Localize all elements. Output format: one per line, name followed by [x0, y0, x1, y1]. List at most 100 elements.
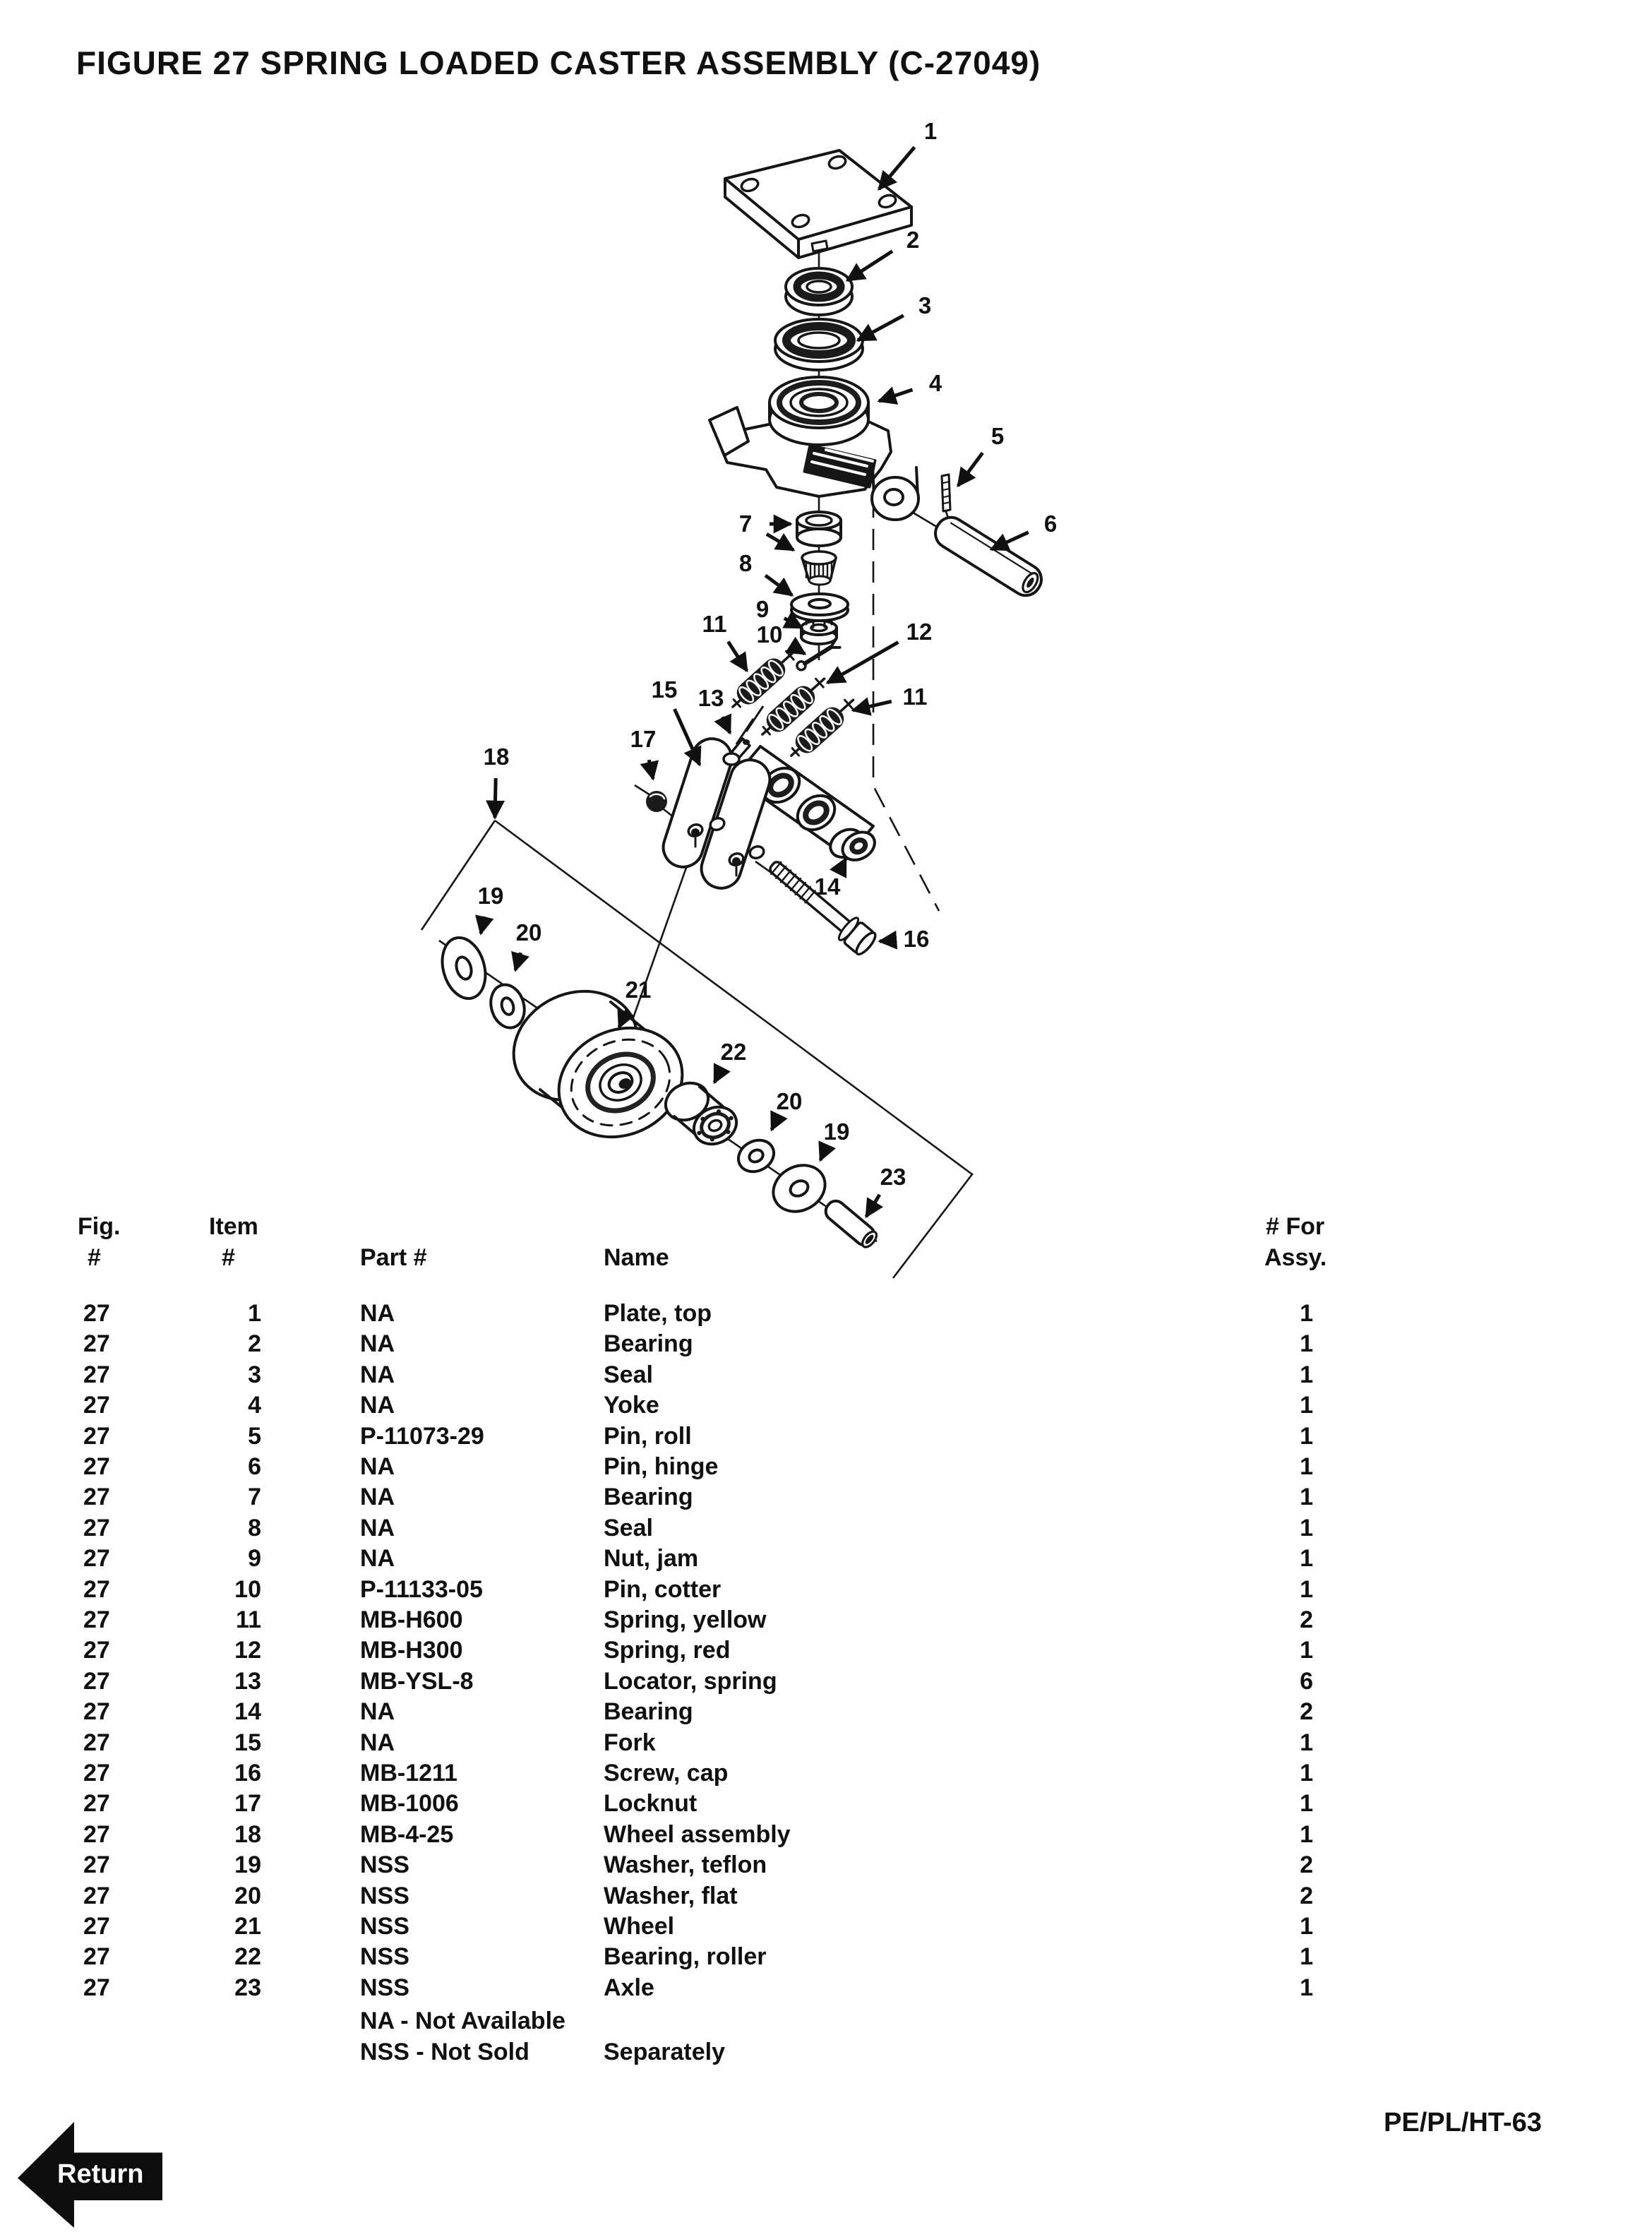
cell-qty: 1: [1300, 1913, 1313, 1940]
return-button-label: Return: [57, 2159, 144, 2189]
cell-item: 20: [234, 1882, 261, 1909]
cell-part: MB-H600: [360, 1606, 463, 1633]
construction-lines: [420, 249, 974, 1279]
cell-part: NA: [360, 1361, 395, 1388]
cell-part: MB-4-25: [360, 1820, 454, 1848]
cell-name: Pin, cotter: [604, 1575, 722, 1603]
col-header-name: Name: [604, 1244, 669, 1271]
cell-fig: 27: [83, 1300, 110, 1327]
callout-arrow-12: [825, 640, 899, 685]
cell-item: 10: [234, 1575, 261, 1603]
cell-part: NA: [360, 1729, 395, 1756]
cell-item: 15: [234, 1729, 261, 1756]
callout-label-11: 11: [702, 611, 727, 637]
callout-label-10: 10: [757, 621, 783, 648]
page-reference: PE/PL/HT-63: [1384, 2108, 1542, 2137]
cell-part: NA: [360, 1514, 395, 1541]
cell-name: Nut, jam: [604, 1545, 699, 1573]
cell-item: 8: [248, 1514, 261, 1541]
callout-arrow-13: [714, 713, 732, 735]
cell-name: Spring, yellow: [604, 1606, 767, 1633]
callout-label-12: 12: [906, 619, 933, 645]
cell-name: Bearing: [604, 1330, 693, 1358]
cell-name: Locknut: [604, 1790, 698, 1818]
cell-item: 4: [248, 1392, 261, 1419]
cell-fig: 27: [83, 1606, 110, 1633]
footnote-nss: NSS - Not Sold: [360, 2039, 529, 2065]
cell-part: NA: [360, 1545, 395, 1573]
cell-qty: 2: [1300, 1851, 1313, 1879]
cell-fig: 27: [83, 1820, 110, 1848]
cell-qty: 1: [1300, 1330, 1313, 1358]
cell-name: Spring, red: [604, 1637, 731, 1664]
callout-label-19: 19: [824, 1118, 850, 1145]
callout-label-5: 5: [991, 423, 1004, 449]
cell-fig: 27: [83, 1760, 110, 1786]
cell-name: Bearing: [604, 1484, 693, 1511]
callout-label-17: 17: [630, 726, 657, 752]
cell-fig: 27: [83, 1422, 110, 1450]
callout-arrow-9: [782, 611, 804, 630]
cell-item: 19: [234, 1851, 261, 1879]
callout-arrow-23: [864, 1193, 884, 1219]
callout-arrow-18: [486, 777, 505, 820]
callout-arrow-14: [829, 857, 848, 878]
cell-part: NA: [360, 1484, 395, 1511]
cell-qty: 1: [1300, 1545, 1313, 1573]
cell-fig: 27: [83, 1974, 110, 2001]
cell-fig: 27: [83, 1330, 110, 1358]
callout-label-21: 21: [626, 977, 652, 1003]
cell-qty: 1: [1300, 1974, 1313, 2001]
cell-fig: 27: [83, 1575, 110, 1603]
cell-item: 16: [234, 1760, 261, 1786]
cell-item: 11: [236, 1606, 261, 1633]
cell-item: 13: [234, 1667, 261, 1695]
callout-arrow-5: [956, 451, 984, 488]
callout-arrow-2: [845, 249, 894, 282]
cell-item: 6: [248, 1453, 261, 1480]
cell-part: NA: [360, 1698, 395, 1726]
return-button[interactable]: Return: [18, 2122, 162, 2228]
col-header-part: Part #: [360, 1244, 427, 1271]
cell-part: NA: [360, 1330, 395, 1358]
cell-item: 17: [234, 1790, 261, 1818]
cell-fig: 27: [83, 1943, 110, 1971]
callout-arrow-19: [475, 914, 494, 936]
callout-label-9: 9: [756, 596, 769, 622]
cell-qty: 1: [1300, 1790, 1313, 1818]
cell-fig: 27: [83, 1667, 110, 1695]
cell-part: MB-YSL-8: [360, 1667, 474, 1695]
cell-part: MB-1006: [360, 1790, 459, 1818]
cell-fig: 27: [83, 1729, 110, 1756]
cell-qty: 1: [1300, 1575, 1313, 1603]
cell-name: Seal: [604, 1514, 653, 1541]
callout-arrow-8: [764, 573, 794, 597]
callout-arrow-11: [726, 640, 749, 673]
cell-qty: 1: [1300, 1729, 1313, 1756]
footnote-nss-separately: Separately: [604, 2039, 725, 2065]
col-header-fig-num: #: [88, 1244, 101, 1271]
cell-item: 3: [248, 1361, 261, 1388]
callout-label-23: 23: [880, 1164, 906, 1190]
callout-arrow-4: [877, 386, 914, 405]
callout-label-20: 20: [516, 919, 542, 945]
cell-name: Bearing: [604, 1698, 693, 1726]
cell-fig: 27: [83, 1514, 110, 1541]
cell-qty: 2: [1300, 1606, 1313, 1633]
cell-qty: 2: [1300, 1698, 1313, 1726]
cell-qty: 1: [1300, 1392, 1313, 1419]
callout-label-3: 3: [918, 292, 931, 318]
callout-label-20: 20: [777, 1088, 803, 1114]
col-header-qty1: # For: [1266, 1213, 1325, 1240]
